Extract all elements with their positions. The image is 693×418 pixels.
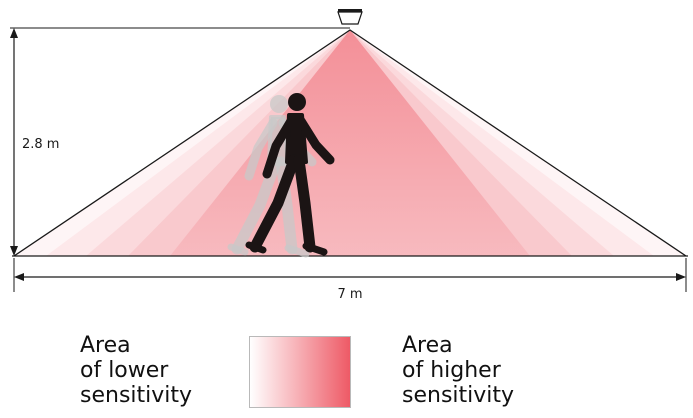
walking-person-icon — [227, 93, 335, 258]
detection-cone — [13, 29, 687, 257]
legend-higher-sensitivity: Area of higher sensitivity — [402, 333, 514, 408]
legend-lower-line-1: Area — [80, 333, 131, 358]
legend-higher-line-3: sensitivity — [402, 383, 515, 408]
height-arrow-top — [10, 28, 18, 38]
person-figure — [245, 93, 335, 256]
width-arrow-right — [676, 273, 686, 281]
width-label: 7 m — [337, 287, 362, 302]
legend-lower-sensitivity: Area of lower sensitivity — [80, 333, 192, 408]
legend-higher-line-1: Area — [402, 333, 453, 358]
sensor-mount — [338, 9, 362, 12]
height-label: 2.8 m — [22, 137, 59, 152]
legend-lower-line-2: of lower — [80, 358, 169, 383]
sensitivity-gradient-swatch — [249, 336, 351, 408]
legend-higher-line-2: of higher — [402, 358, 501, 383]
cone-outline — [13, 29, 687, 257]
width-arrow-left — [14, 273, 24, 281]
motion-sensor-icon — [337, 9, 363, 25]
height-dimension: 2.8 m — [10, 27, 350, 256]
legend-lower-line-3: sensitivity — [80, 383, 193, 408]
sensor-body — [337, 11, 363, 25]
height-arrow-bottom — [10, 246, 18, 256]
width-dimension: 7 m — [13, 258, 687, 302]
